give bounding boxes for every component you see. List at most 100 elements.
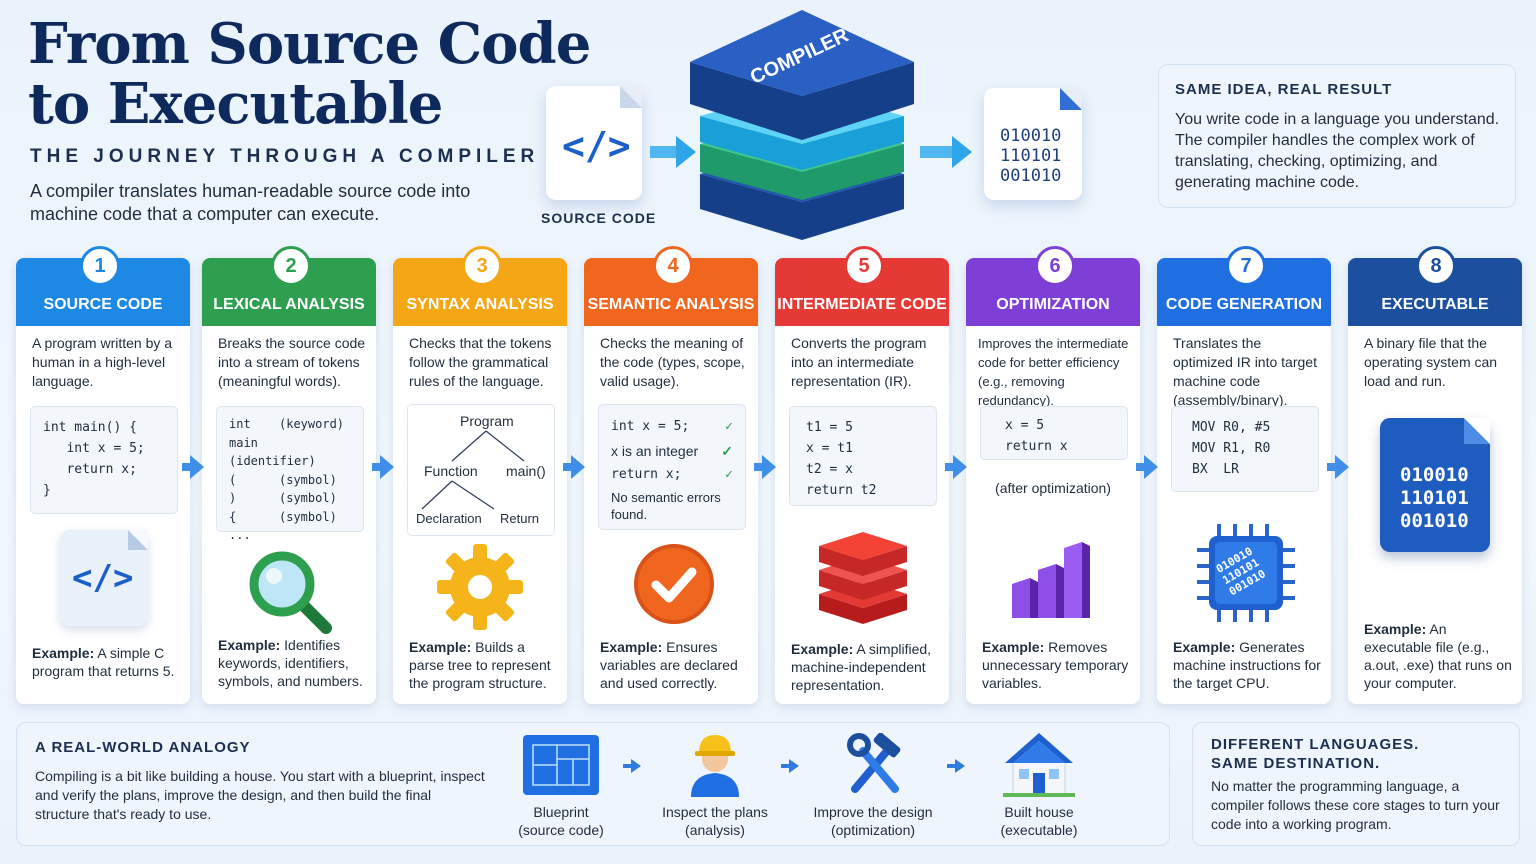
check-row: int x = 5; ✓ bbox=[611, 415, 733, 439]
stage-title: EXECUTABLE bbox=[1381, 296, 1489, 313]
flow-arrow-shaft bbox=[1136, 463, 1144, 471]
destination-box: DIFFERENT LANGUAGES. SAME DESTINATION. N… bbox=[1192, 722, 1520, 846]
flow-arrow-shaft bbox=[372, 463, 380, 471]
token: int bbox=[229, 417, 251, 431]
analogy-step-inspect: Inspect the plans (analysis) bbox=[645, 803, 785, 839]
analogy-step-improve: Improve the design (optimization) bbox=[803, 803, 943, 839]
token-kind: (keyword) bbox=[279, 417, 345, 431]
stage-description: Breaks the source code into a stream of … bbox=[218, 335, 366, 389]
file-fold bbox=[620, 86, 642, 108]
stage-title: SEMANTIC ANALYSIS bbox=[587, 296, 755, 313]
stage-example: Example: Generates machine instructions … bbox=[1173, 638, 1323, 692]
parse-tree-lines bbox=[421, 430, 525, 510]
stage-card-semantic-analysis: SEMANTIC ANALYSIS Checks the meaning of … bbox=[584, 258, 758, 704]
flow-arrow-icon bbox=[380, 455, 394, 479]
check-icon: ✓ bbox=[725, 467, 733, 482]
stage-card-syntax-analysis: SYNTAX ANALYSIS Checks that the tokens f… bbox=[393, 258, 567, 704]
tree-node-function: Function bbox=[424, 463, 478, 479]
check-text: int x = 5; bbox=[611, 419, 690, 434]
token: ( bbox=[229, 472, 237, 487]
exe-file-fold bbox=[1060, 88, 1082, 110]
example-label: Example: bbox=[409, 639, 472, 655]
stage-description: Converts the program into an intermediat… bbox=[791, 335, 927, 389]
semantic-note: No semantic errors found. bbox=[611, 490, 721, 522]
check-text: return x; bbox=[611, 467, 682, 482]
flow-arrow-icon bbox=[571, 455, 585, 479]
example-text: Identifies keywords, identifiers, symbol… bbox=[218, 637, 363, 689]
analogy-title: A REAL-WORLD ANALOGY bbox=[35, 739, 251, 756]
analogy-arrow-icon bbox=[789, 759, 799, 773]
analogy-step-subtitle: (analysis) bbox=[685, 822, 745, 838]
stage-title: OPTIMIZATION bbox=[996, 296, 1110, 313]
analogy-step-subtitle: (source code) bbox=[518, 822, 604, 838]
parse-tree: Program Function main() Declaration Retu… bbox=[407, 404, 555, 536]
stage-card-lexical-analysis: LEXICAL ANALYSIS Breaks the source code … bbox=[202, 258, 376, 704]
stage-description: A program written by a human in a high-l… bbox=[32, 335, 173, 389]
check-icon: ✓ bbox=[725, 419, 733, 434]
stage-title: SYNTAX ANALYSIS bbox=[406, 296, 554, 313]
stage-description: Checks that the tokens follow the gramma… bbox=[409, 335, 552, 389]
analogy-step-subtitle: (optimization) bbox=[830, 822, 916, 838]
analogy-arrow-shaft bbox=[947, 764, 955, 768]
destination-title: DIFFERENT LANGUAGES. SAME DESTINATION. bbox=[1211, 735, 1419, 773]
stage-card-intermediate-code: INTERMEDIATE CODE Converts the program i… bbox=[775, 258, 949, 704]
magnifier-icon bbox=[249, 551, 332, 634]
stage-number-badge: 1 bbox=[80, 246, 120, 286]
token-kind: (symbol) bbox=[279, 509, 337, 524]
hero-binary-line: 010010 bbox=[1000, 126, 1062, 146]
hero-binary-line: 110101 bbox=[1000, 146, 1062, 166]
stage-example: Example: A simplified, machine-independe… bbox=[791, 640, 941, 694]
stage-description: A binary file that the operating system … bbox=[1364, 335, 1498, 389]
stage-number-badge: 7 bbox=[1226, 246, 1266, 286]
analogy-step-title: Built house bbox=[1004, 804, 1074, 820]
tree-node-declaration: Declaration bbox=[416, 511, 482, 526]
check-icon: ✓ bbox=[721, 443, 733, 459]
code-line: return t2 bbox=[806, 483, 877, 498]
source-file-icon: </> bbox=[60, 530, 148, 626]
info-title: SAME IDEA, REAL RESULT bbox=[1175, 81, 1393, 98]
stage-number-badge: 4 bbox=[653, 246, 693, 286]
analogy-arrow-icon bbox=[955, 759, 965, 773]
stage-example: Example: Ensures variables are declared … bbox=[600, 638, 750, 692]
code-line: int x = 5; bbox=[43, 441, 145, 456]
code-line: t1 = 5 bbox=[806, 420, 853, 435]
stage-header: EXECUTABLE bbox=[1348, 258, 1522, 326]
stage-example: Example: An executable file (e.g., a.out… bbox=[1364, 620, 1514, 692]
stage-number-badge: 2 bbox=[271, 246, 311, 286]
code-line: int main() { bbox=[43, 420, 137, 435]
example-text: Generates machine instructions for the t… bbox=[1173, 639, 1321, 691]
stage-title: CODE GENERATION bbox=[1165, 296, 1323, 313]
example-text: Builds a parse tree to represent the pro… bbox=[409, 639, 551, 691]
stage-description: Improves the intermediate code for bette… bbox=[978, 336, 1129, 408]
flow-arrow-icon bbox=[953, 455, 967, 479]
cpu-chip-icon: 010010 110101 001010 bbox=[1191, 518, 1301, 628]
token: { bbox=[229, 509, 237, 524]
title-line-2: to Executable bbox=[28, 71, 443, 137]
token: ) bbox=[229, 491, 237, 505]
token-kind: (symbol) bbox=[279, 491, 337, 505]
token-row: ... bbox=[229, 526, 351, 545]
check-text: x is an integer bbox=[611, 443, 699, 459]
inspector-icon bbox=[691, 735, 739, 797]
flow-arrow-shaft bbox=[1327, 463, 1335, 471]
code-line: } bbox=[43, 483, 51, 498]
example-label: Example: bbox=[218, 637, 281, 653]
example-label: Example: bbox=[982, 639, 1045, 655]
token-kind: (symbol) bbox=[279, 472, 337, 487]
stage-number-badge: 6 bbox=[1035, 246, 1075, 286]
bar-chart-icon bbox=[1012, 542, 1090, 618]
token-row: { (symbol) bbox=[229, 508, 351, 527]
compiler-stack-icon: COMPILER bbox=[690, 10, 914, 240]
stage-number-badge: 5 bbox=[844, 246, 884, 286]
checkmark-badge-icon bbox=[634, 544, 714, 624]
layers-icon bbox=[819, 532, 907, 624]
code-brackets-icon: </> bbox=[72, 558, 134, 598]
stage-example: Example: Identifies keywords, identifier… bbox=[218, 636, 368, 690]
analogy-arrow-shaft bbox=[781, 764, 789, 768]
example-text: A simple C program that returns 5. bbox=[32, 645, 175, 679]
stage-title: INTERMEDIATE CODE bbox=[777, 296, 947, 313]
flow-arrow-shaft bbox=[945, 463, 953, 471]
source-file-icon: </> bbox=[546, 86, 642, 200]
hero-source-label: SOURCE CODE bbox=[541, 210, 657, 226]
hero-binary-line: 001010 bbox=[1000, 166, 1062, 186]
